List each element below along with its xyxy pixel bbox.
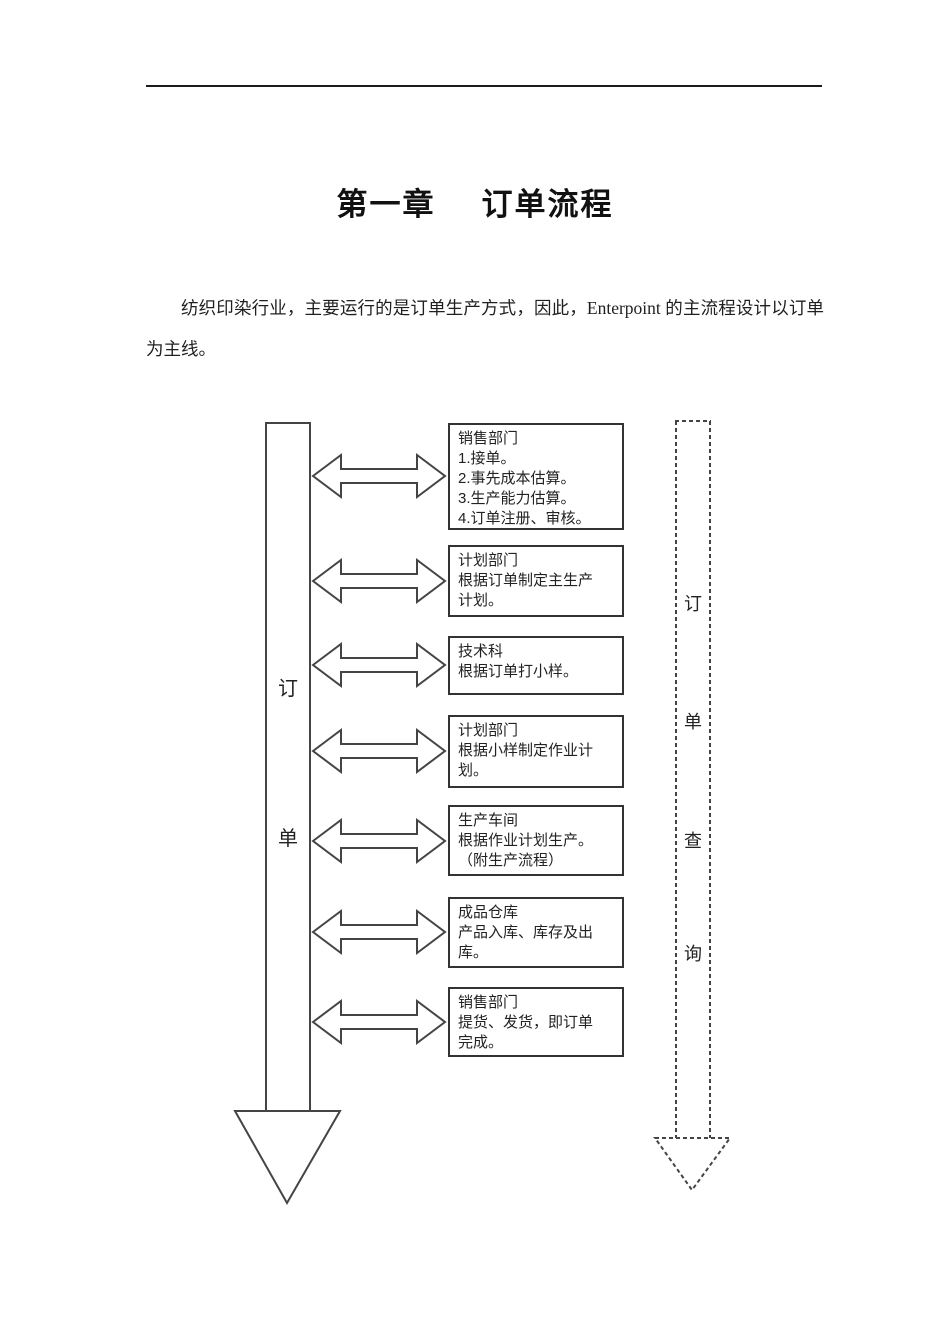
query-arrow-label-char: 询 <box>684 944 702 964</box>
double-arrow-icon <box>311 999 447 1045</box>
query-arrow-label-char: 单 <box>684 712 702 732</box>
double-arrow-icons <box>311 453 447 1045</box>
main-arrow-label-char: 单 <box>278 828 298 850</box>
double-arrow-icon <box>311 642 447 688</box>
process-box-tech-sample: 技术科 根据订单打小样。 <box>448 636 624 695</box>
double-arrow-icon <box>311 728 447 774</box>
double-arrow-icon <box>311 818 447 864</box>
chapter-number: 第一章 <box>336 187 436 222</box>
process-box-production-workshop: 生产车间 根据作业计划生产。 （附生产流程） <box>448 805 624 876</box>
header-rule <box>146 85 822 87</box>
process-box-finished-warehouse: 成品仓库 产品入库、库存及出 库。 <box>448 897 624 968</box>
order-query-dashed-arrow <box>653 420 732 1192</box>
chapter-name: 订单流程 <box>481 187 614 222</box>
process-box-planning-jobs: 计划部门 根据小样制定作业计 划。 <box>448 715 624 788</box>
process-box-sales-intake: 销售部门 1.接单。 2.事先成本估算。 3.生产能力估算。 4.订单注册、审核… <box>448 423 624 530</box>
process-box-sales-delivery: 销售部门 提货、发货，即订单 完成。 <box>448 987 624 1057</box>
query-arrow-label-char: 查 <box>684 831 702 851</box>
query-arrow-label-char: 订 <box>684 594 702 614</box>
order-main-arrow <box>233 422 342 1206</box>
intro-paragraph: 纺织印染行业，主要运行的是订单生产方式，因此，Enterpoint 的主流程设计… <box>146 298 824 359</box>
double-arrow-icon <box>311 453 447 499</box>
process-box-planning-master: 计划部门 根据订单制定主生产 计划。 <box>448 545 624 617</box>
main-arrow-label-char: 订 <box>278 678 298 700</box>
double-arrow-icon <box>311 909 447 955</box>
page-title: 第一章 订单流程 <box>0 179 950 224</box>
double-arrow-icon <box>311 558 447 604</box>
